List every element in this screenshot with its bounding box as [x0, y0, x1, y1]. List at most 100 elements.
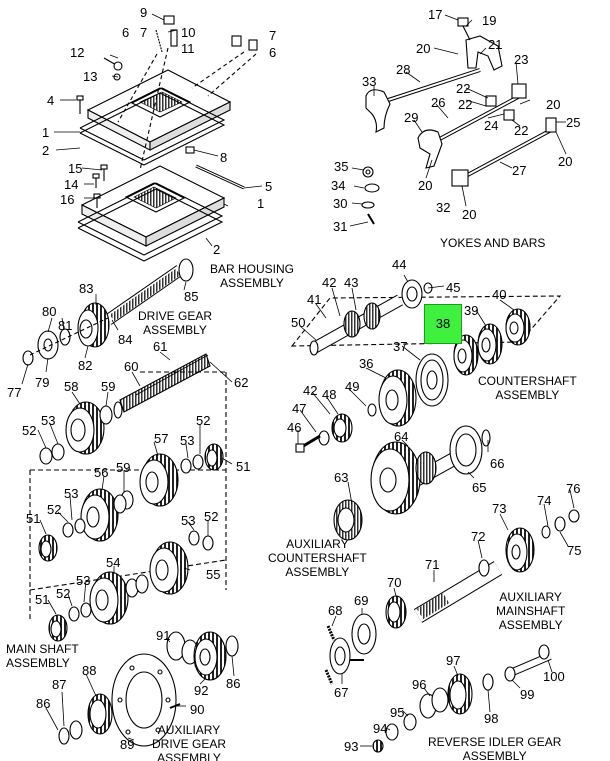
- callout-part-37[interactable]: 37: [393, 339, 408, 354]
- callout-part-56[interactable]: 56: [94, 465, 109, 480]
- callout-part-70[interactable]: 70: [387, 575, 402, 590]
- callout-part-51c[interactable]: 51: [35, 592, 50, 607]
- callout-part-90[interactable]: 90: [190, 702, 205, 717]
- callout-part-74[interactable]: 74: [537, 493, 552, 508]
- callout-part-28[interactable]: 28: [396, 62, 411, 77]
- callout-part-24[interactable]: 24: [484, 118, 499, 133]
- callout-part-94[interactable]: 94: [373, 721, 388, 736]
- callout-part-57[interactable]: 57: [154, 431, 169, 446]
- callout-part-52c[interactable]: 52: [47, 502, 62, 517]
- callout-part-58[interactable]: 58: [64, 379, 79, 394]
- callout-part-52d[interactable]: 52: [204, 509, 219, 524]
- callout-part-64[interactable]: 64: [394, 429, 409, 444]
- callout-part-67[interactable]: 67: [334, 685, 349, 700]
- callout-part-53e[interactable]: 53: [76, 573, 91, 588]
- callout-part-13[interactable]: 13: [83, 69, 98, 84]
- callout-part-6b[interactable]: 6: [269, 45, 277, 60]
- callout-part-93[interactable]: 93: [344, 739, 359, 754]
- callout-part-59[interactable]: 59: [101, 379, 116, 394]
- callout-part-40[interactable]: 40: [492, 287, 507, 302]
- callout-part-84[interactable]: 84: [118, 332, 133, 347]
- callout-part-79[interactable]: 79: [35, 375, 50, 390]
- callout-part-2b[interactable]: 2: [213, 242, 221, 257]
- callout-part-52[interactable]: 52: [22, 423, 37, 438]
- callout-part-15[interactable]: 15: [68, 161, 83, 176]
- callout-part-87[interactable]: 87: [52, 677, 67, 692]
- callout-part-11[interactable]: 11: [181, 41, 195, 56]
- callout-part-21[interactable]: 21: [488, 37, 503, 52]
- callout-part-2[interactable]: 2: [42, 143, 50, 158]
- callout-part-7b[interactable]: 7: [269, 28, 277, 43]
- callout-part-92[interactable]: 92: [194, 683, 209, 698]
- callout-part-99[interactable]: 99: [520, 687, 535, 702]
- callout-part-47[interactable]: 47: [292, 401, 307, 416]
- callout-part-76[interactable]: 76: [566, 481, 581, 496]
- callout-part-65[interactable]: 65: [472, 480, 487, 495]
- callout-part-7[interactable]: 7: [140, 25, 148, 40]
- callout-part-62[interactable]: 62: [234, 375, 249, 390]
- callout-part-20[interactable]: 20: [416, 41, 431, 56]
- callout-part-16[interactable]: 16: [60, 192, 75, 207]
- callout-part-17[interactable]: 17: [428, 7, 443, 22]
- callout-part-50[interactable]: 50: [291, 315, 306, 330]
- callout-part-31[interactable]: 31: [333, 219, 348, 234]
- callout-part-10[interactable]: 10: [181, 25, 196, 40]
- callout-part-46[interactable]: 46: [287, 420, 302, 435]
- callout-part-59b[interactable]: 59: [116, 460, 131, 475]
- callout-part-44[interactable]: 44: [392, 257, 407, 272]
- callout-part-41[interactable]: 41: [307, 292, 322, 307]
- callout-part-14[interactable]: 14: [64, 177, 79, 192]
- callout-part-97[interactable]: 97: [446, 653, 461, 668]
- callout-part-12[interactable]: 12: [70, 45, 85, 60]
- callout-part-30[interactable]: 30: [333, 196, 348, 211]
- callout-part-75[interactable]: 75: [567, 543, 582, 558]
- callout-part-73[interactable]: 73: [492, 501, 507, 516]
- highlighted-part-38[interactable]: 38: [424, 304, 462, 344]
- callout-part-9[interactable]: 9: [140, 5, 148, 20]
- callout-part-63[interactable]: 63: [334, 470, 349, 485]
- callout-part-88[interactable]: 88: [82, 663, 97, 678]
- callout-part-71[interactable]: 71: [425, 557, 440, 572]
- callout-part-53b[interactable]: 53: [180, 433, 195, 448]
- callout-part-22b[interactable]: 22: [458, 97, 473, 112]
- callout-part-22c[interactable]: 22: [514, 123, 529, 138]
- callout-part-20c[interactable]: 20: [558, 154, 573, 169]
- callout-part-77[interactable]: 77: [7, 385, 22, 400]
- callout-part-52e[interactable]: 52: [56, 586, 71, 601]
- callout-part-33[interactable]: 33: [362, 74, 377, 89]
- callout-part-55[interactable]: 55: [206, 567, 221, 582]
- callout-part-1b[interactable]: 1: [257, 196, 265, 211]
- callout-part-35[interactable]: 35: [334, 159, 349, 174]
- callout-part-4[interactable]: 4: [47, 93, 55, 108]
- callout-part-45[interactable]: 45: [446, 280, 461, 295]
- callout-part-51b[interactable]: 51: [26, 511, 41, 526]
- callout-part-20d[interactable]: 20: [418, 178, 433, 193]
- callout-part-27[interactable]: 27: [512, 163, 527, 178]
- callout-part-81[interactable]: 81: [58, 318, 73, 333]
- callout-part-80[interactable]: 80: [42, 304, 57, 319]
- callout-part-32[interactable]: 32: [436, 200, 451, 215]
- callout-part-1[interactable]: 1: [42, 125, 50, 140]
- callout-part-6[interactable]: 6: [122, 25, 130, 40]
- callout-part-53c[interactable]: 53: [64, 486, 79, 501]
- callout-part-85[interactable]: 85: [184, 289, 199, 304]
- callout-part-20b[interactable]: 20: [546, 97, 561, 112]
- callout-part-72[interactable]: 72: [471, 529, 486, 544]
- callout-part-98[interactable]: 98: [484, 711, 499, 726]
- callout-part-34[interactable]: 34: [331, 178, 346, 193]
- callout-part-95[interactable]: 95: [390, 705, 405, 720]
- callout-part-42[interactable]: 42: [322, 275, 337, 290]
- callout-part-43[interactable]: 43: [344, 275, 359, 290]
- callout-part-53d[interactable]: 53: [181, 513, 196, 528]
- callout-part-19[interactable]: 19: [482, 13, 497, 28]
- callout-part-83[interactable]: 83: [79, 281, 94, 296]
- callout-part-60[interactable]: 60: [124, 359, 139, 374]
- callout-part-8[interactable]: 8: [220, 150, 228, 165]
- callout-part-53[interactable]: 53: [41, 413, 56, 428]
- callout-part-25[interactable]: 25: [566, 115, 581, 130]
- callout-part-51[interactable]: 51: [236, 459, 251, 474]
- callout-part-5[interactable]: 5: [265, 179, 273, 194]
- callout-part-86b[interactable]: 86: [226, 676, 241, 691]
- callout-part-66[interactable]: 66: [490, 456, 505, 471]
- callout-part-100[interactable]: 100: [543, 669, 565, 684]
